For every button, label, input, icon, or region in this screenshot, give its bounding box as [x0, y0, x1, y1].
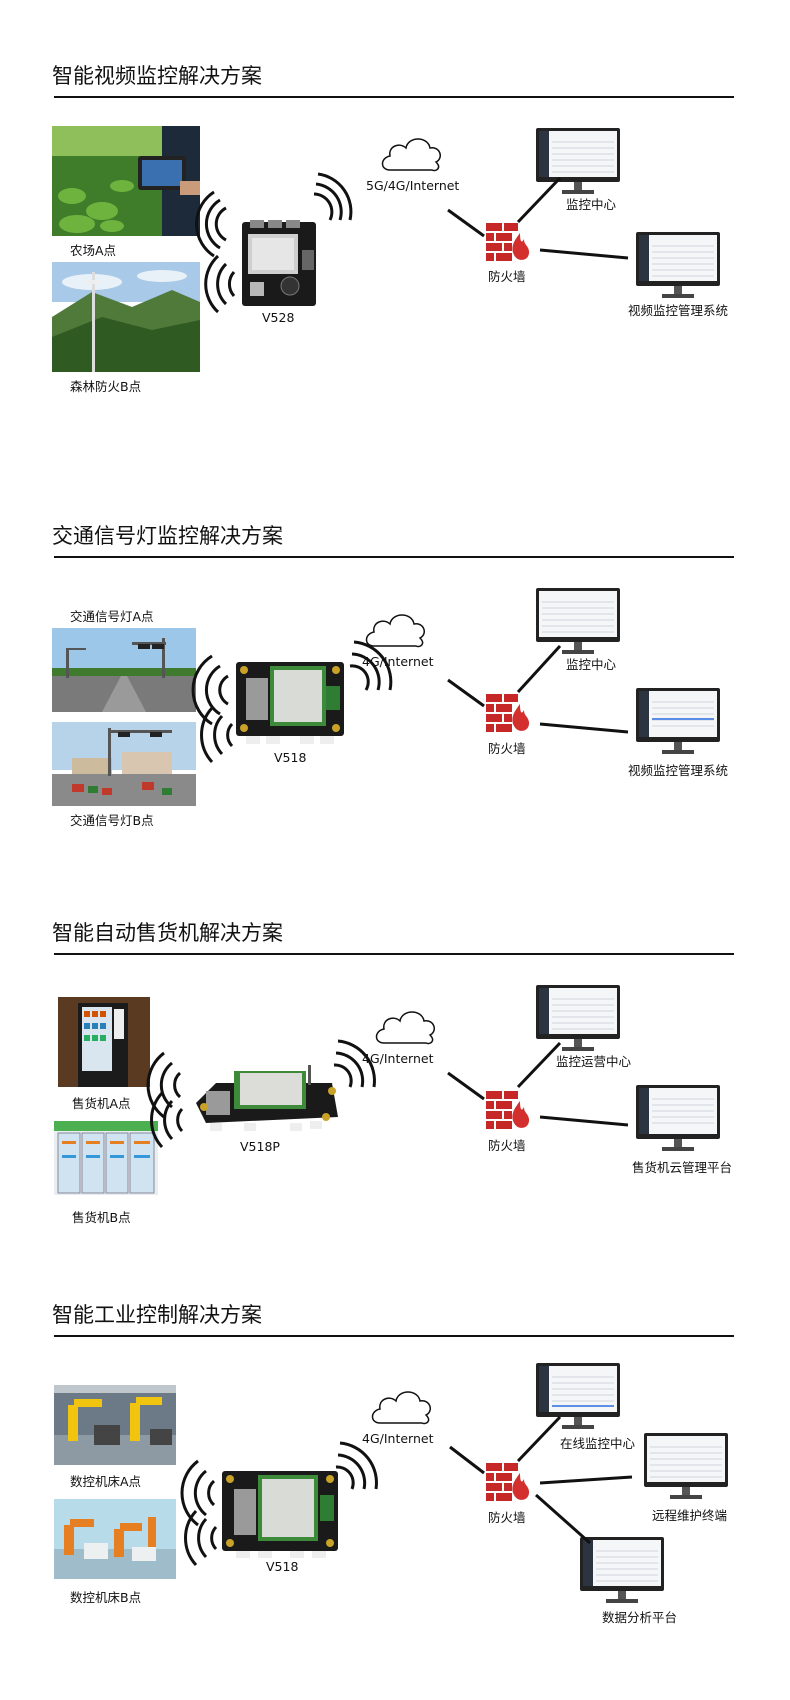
vending-machine-photo [58, 997, 150, 1087]
divider [54, 556, 734, 558]
firewall-icon [486, 1463, 530, 1503]
v518p-board-image [186, 1063, 342, 1135]
v518-board-image [232, 656, 348, 748]
network-label: 4G/Internet [362, 1051, 434, 1066]
monitor-icon [580, 1537, 664, 1605]
network-label: 4G/Internet [362, 654, 434, 669]
site-label: 交通信号灯B点 [70, 813, 154, 828]
device-label: V518 [274, 750, 307, 765]
section-title: 智能工业控制解决方案 [52, 1303, 262, 1327]
cloud-icon [362, 608, 428, 650]
monitor-icon [636, 1085, 720, 1153]
site-label: 数控机床A点 [70, 1474, 142, 1489]
target-label: 视频监控管理系统 [628, 303, 729, 318]
monitor-icon [536, 128, 620, 196]
cnc-robot-photo-a [54, 1385, 176, 1465]
monitor-icon [536, 985, 620, 1053]
divider [54, 953, 734, 955]
cloud-icon [368, 1385, 434, 1427]
firewall-label: 防火墙 [488, 741, 526, 756]
farm-photo [52, 126, 200, 236]
monitor-icon [536, 1363, 620, 1431]
monitor-icon [636, 688, 720, 756]
forest-photo [52, 262, 200, 372]
network-label: 4G/Internet [362, 1431, 434, 1446]
monitor-icon [644, 1433, 728, 1501]
target-label: 监控中心 [566, 657, 617, 672]
target-label: 远程维护终端 [652, 1508, 728, 1523]
retail-fridges-photo [54, 1121, 158, 1195]
network-label: 5G/4G/Internet [366, 178, 460, 193]
v528-board-image [240, 220, 318, 308]
site-label: 数控机床B点 [70, 1590, 142, 1605]
target-label: 监控中心 [566, 197, 617, 212]
cnc-robot-photo-b [54, 1499, 176, 1579]
cloud-icon [378, 132, 444, 174]
solution-section-vending: 智能自动售货机解决方案 售货机A点 售货机B点 [0, 917, 790, 1257]
firewall-icon [486, 223, 530, 263]
site-label: 森林防火B点 [70, 379, 142, 394]
firewall-icon [486, 694, 530, 734]
v518-board-image [218, 1465, 342, 1559]
site-label: 农场A点 [70, 243, 117, 258]
site-label: 售货机B点 [72, 1210, 131, 1225]
section-title: 交通信号灯监控解决方案 [52, 524, 283, 548]
divider [54, 1335, 734, 1337]
device-label: V518P [240, 1139, 280, 1154]
solution-section-industrial: 智能工业控制解决方案 数控机床A点 数控机床B点 V51 [0, 1299, 790, 1699]
site-label: 交通信号灯A点 [70, 609, 154, 624]
target-label: 监控运营中心 [556, 1054, 632, 1069]
target-label: 视频监控管理系统 [628, 763, 729, 778]
firewall-label: 防火墙 [488, 1138, 526, 1153]
monitor-icon [536, 588, 620, 656]
solution-section-video: 智能视频监控解决方案 农场A点 森林防火B点 [0, 60, 790, 400]
target-label: 售货机云管理平台 [632, 1160, 733, 1175]
solution-section-traffic: 交通信号灯监控解决方案 交通信号灯A点 交通信号灯B点 [0, 520, 790, 860]
target-label: 在线监控中心 [560, 1436, 636, 1451]
device-label: V518 [266, 1559, 299, 1574]
site-label: 售货机A点 [72, 1096, 131, 1111]
cloud-icon [372, 1005, 438, 1047]
firewall-label: 防火墙 [488, 269, 526, 284]
intersection-photo [52, 722, 196, 806]
device-label: V528 [262, 310, 295, 325]
firewall-label: 防火墙 [488, 1510, 526, 1525]
divider [54, 96, 734, 98]
traffic-light-photo [52, 628, 196, 712]
section-title: 智能视频监控解决方案 [52, 64, 262, 88]
target-label: 数据分析平台 [602, 1610, 678, 1625]
monitor-icon [636, 232, 720, 300]
section-title: 智能自动售货机解决方案 [52, 921, 283, 945]
firewall-icon [486, 1091, 530, 1131]
